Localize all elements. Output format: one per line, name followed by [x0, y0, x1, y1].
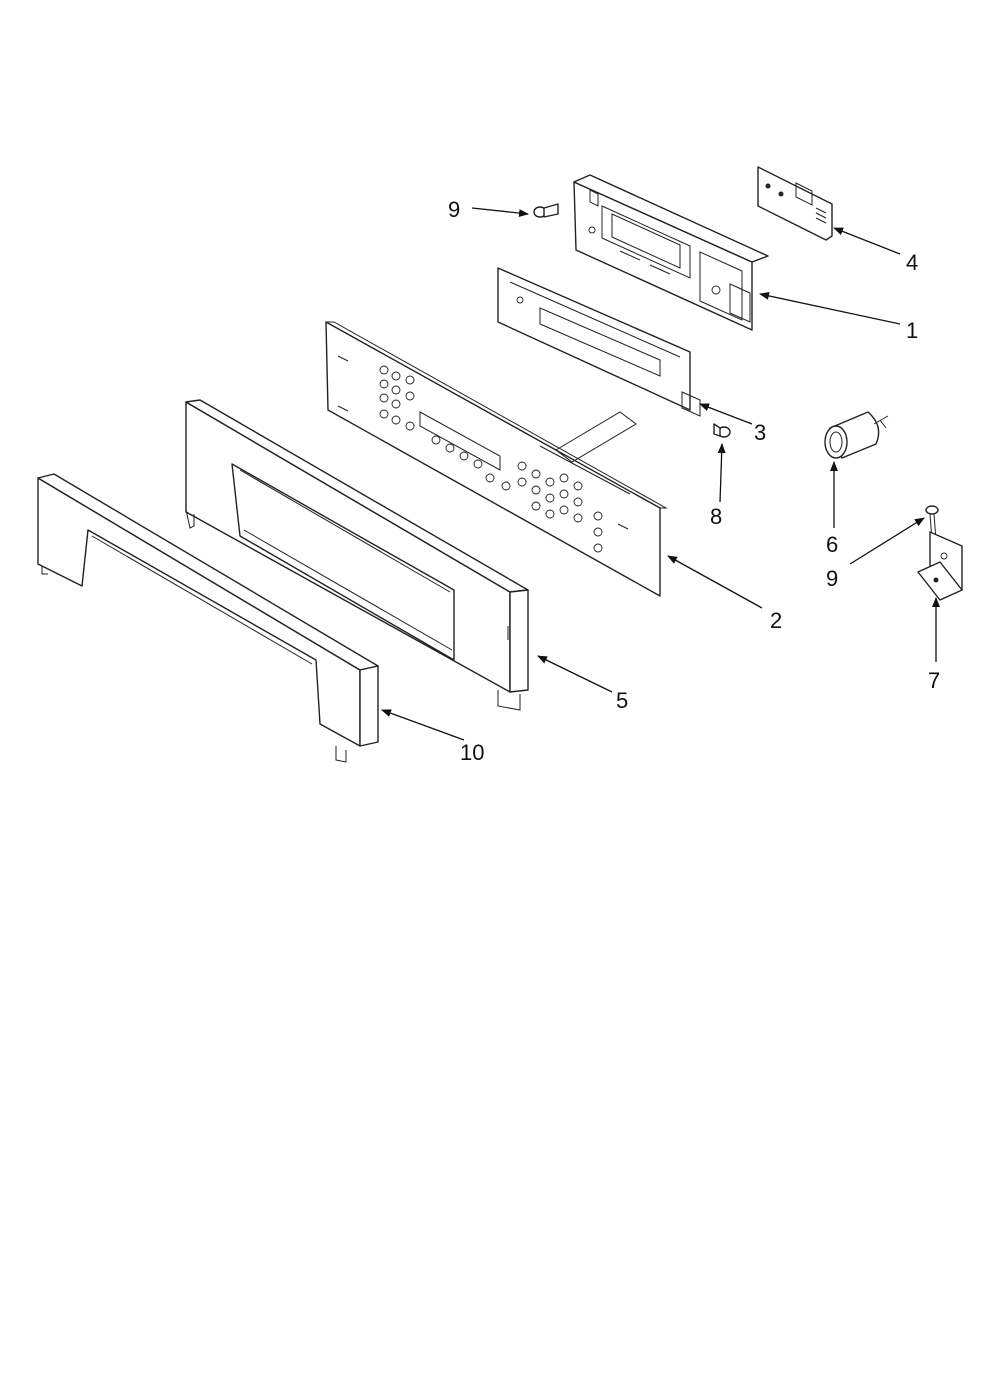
part-9-screw-left	[533, 203, 559, 218]
part-9-screw-right	[925, 505, 939, 541]
part-6-round-component	[824, 411, 889, 459]
part-7-mounting-bracket	[917, 531, 963, 601]
part-4-circuit-board	[757, 166, 833, 241]
callout-9-left: 9	[448, 197, 460, 222]
callout-10: 10	[460, 740, 484, 765]
part-1-control-housing	[573, 174, 769, 331]
part-8-screw	[713, 423, 731, 438]
panel-buttons	[379, 365, 603, 553]
part-2-control-panel	[325, 321, 668, 597]
callout-7: 7	[928, 668, 940, 693]
part-10-trim	[37, 473, 379, 763]
callout-5: 5	[616, 688, 628, 713]
part-3-bracket	[497, 267, 701, 417]
callout-1: 1	[906, 318, 918, 343]
leader-lines	[381, 207, 940, 741]
callout-4: 4	[906, 250, 918, 275]
callout-9-right: 9	[826, 566, 838, 591]
callout-6: 6	[826, 532, 838, 557]
callout-labels: 9 4 1 3 8 2 5 10 6 9 7	[448, 197, 940, 765]
callout-2: 2	[770, 608, 782, 633]
callout-8: 8	[710, 504, 722, 529]
part-5-console-frame	[185, 399, 529, 711]
callout-3: 3	[754, 420, 766, 445]
